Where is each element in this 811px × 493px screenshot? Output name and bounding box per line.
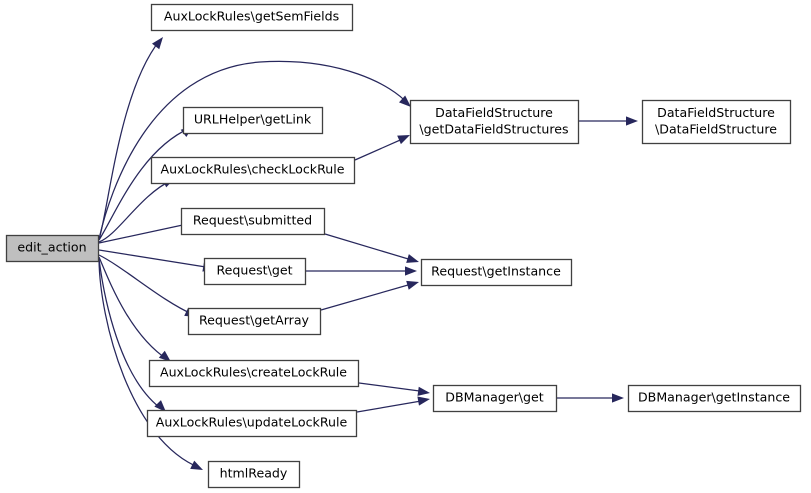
node-checkLockRule[interactable]: AuxLockRules\checkLockRule [150,156,356,185]
node-getSemFields[interactable]: AuxLockRules\getSemFields [150,3,354,32]
node-updateLockRule[interactable]: AuxLockRules\updateLockRule [146,409,358,438]
node-edit_action[interactable]: edit_action [5,234,100,263]
arrowhead-icon [612,393,624,403]
arrowhead-icon [406,280,419,290]
node-label: Request\get [216,263,292,278]
node-box[interactable] [146,409,358,438]
node-label: AuxLockRules\getSemFields [164,9,339,24]
node-label: DBManager\get [445,390,544,405]
node-box[interactable] [203,257,307,286]
node-label: DBManager\getInstance [638,390,790,405]
node-dbManagerGetInstance[interactable]: DBManager\getInstance [627,384,802,413]
arrowhead-icon [417,396,430,406]
arrowhead-icon [190,460,203,470]
edge-edit_action-to-requestGet [98,249,213,269]
node-box[interactable] [182,106,324,135]
edges-layer [98,39,634,469]
edge-edit_action-to-updateLockRule [98,258,164,411]
node-box[interactable] [150,3,354,32]
edge-edit_action-to-submitted [98,222,193,244]
arrowhead-icon [406,254,419,263]
arrowhead-icon [151,37,163,50]
arrowhead-icon [417,386,430,396]
arrowhead-icon [158,350,171,362]
node-box[interactable] [148,359,360,388]
node-box[interactable] [5,234,100,263]
node-label: Request\getInstance [431,264,561,279]
edge-edit_action-to-htmlReady [98,259,201,469]
edge-edit_action-to-getSemFields [98,39,161,241]
node-label: htmlReady [220,466,288,481]
node-box[interactable] [187,307,322,336]
node-box[interactable] [150,156,356,185]
arrowhead-icon [626,116,638,126]
node-label: \DataFieldStructure [655,121,777,136]
node-getArray[interactable]: Request\getArray [187,307,322,336]
arrowhead-icon [397,135,410,145]
node-box[interactable] [207,460,301,489]
node-htmlReady[interactable]: htmlReady [207,460,301,489]
node-label: DataFieldStructure [435,105,553,120]
node-box[interactable] [432,384,558,413]
edge-submitted-to-requestGetInstance [324,233,416,262]
node-dbManagerGet[interactable]: DBManager\get [432,384,558,413]
node-submitted[interactable]: Request\submitted [180,207,326,236]
node-label: AuxLockRules\createLockRule [160,365,347,380]
arrowhead-icon [399,95,411,107]
node-requestGet[interactable]: Request\get [203,257,307,286]
node-getDataFieldStructures[interactable]: DataFieldStructure\getDataFieldStructure… [409,99,580,145]
edge-edit_action-to-getLink [98,127,191,241]
node-label: AuxLockRules\updateLockRule [156,415,348,430]
edge-createLockRule-to-dbManagerGet [358,382,428,393]
node-getLink[interactable]: URLHelper\getLink [182,106,324,135]
nodes-layer: edit_action AuxLockRules\getSemFieldsURLH… [5,3,802,489]
edge-edit_action-to-createLockRule [98,256,169,361]
node-DataFieldStructure[interactable]: DataFieldStructure\DataFieldStructure [641,99,792,145]
edge-edit_action-to-getDataFieldStructures [98,60,409,240]
arrowhead-icon [405,266,417,276]
node-label: URLHelper\getLink [194,112,312,127]
node-label: Request\getArray [199,313,310,328]
node-label: edit_action [17,240,86,255]
edge-getArray-to-requestGetInstance [320,282,416,311]
arrowhead-icon [154,400,166,412]
node-label: AuxLockRules\checkLockRule [161,162,345,177]
node-box[interactable] [420,258,573,287]
node-box[interactable] [641,99,792,145]
node-box[interactable] [180,207,326,236]
node-label: Request\submitted [193,213,312,228]
node-box[interactable] [409,99,580,145]
edge-checkLockRule-to-getDataFieldStructures [354,136,408,161]
edge-edit_action-to-checkLockRule [98,179,173,243]
node-label: \getDataFieldStructures [419,121,568,136]
edge-edit_action-to-getArray [98,254,195,316]
node-label: DataFieldStructure [657,105,775,120]
edge-updateLockRule-to-dbManagerGet [356,399,428,413]
node-createLockRule[interactable]: AuxLockRules\createLockRule [148,359,360,388]
node-requestGetInstance[interactable]: Request\getInstance [420,258,573,287]
node-box[interactable] [627,384,802,413]
